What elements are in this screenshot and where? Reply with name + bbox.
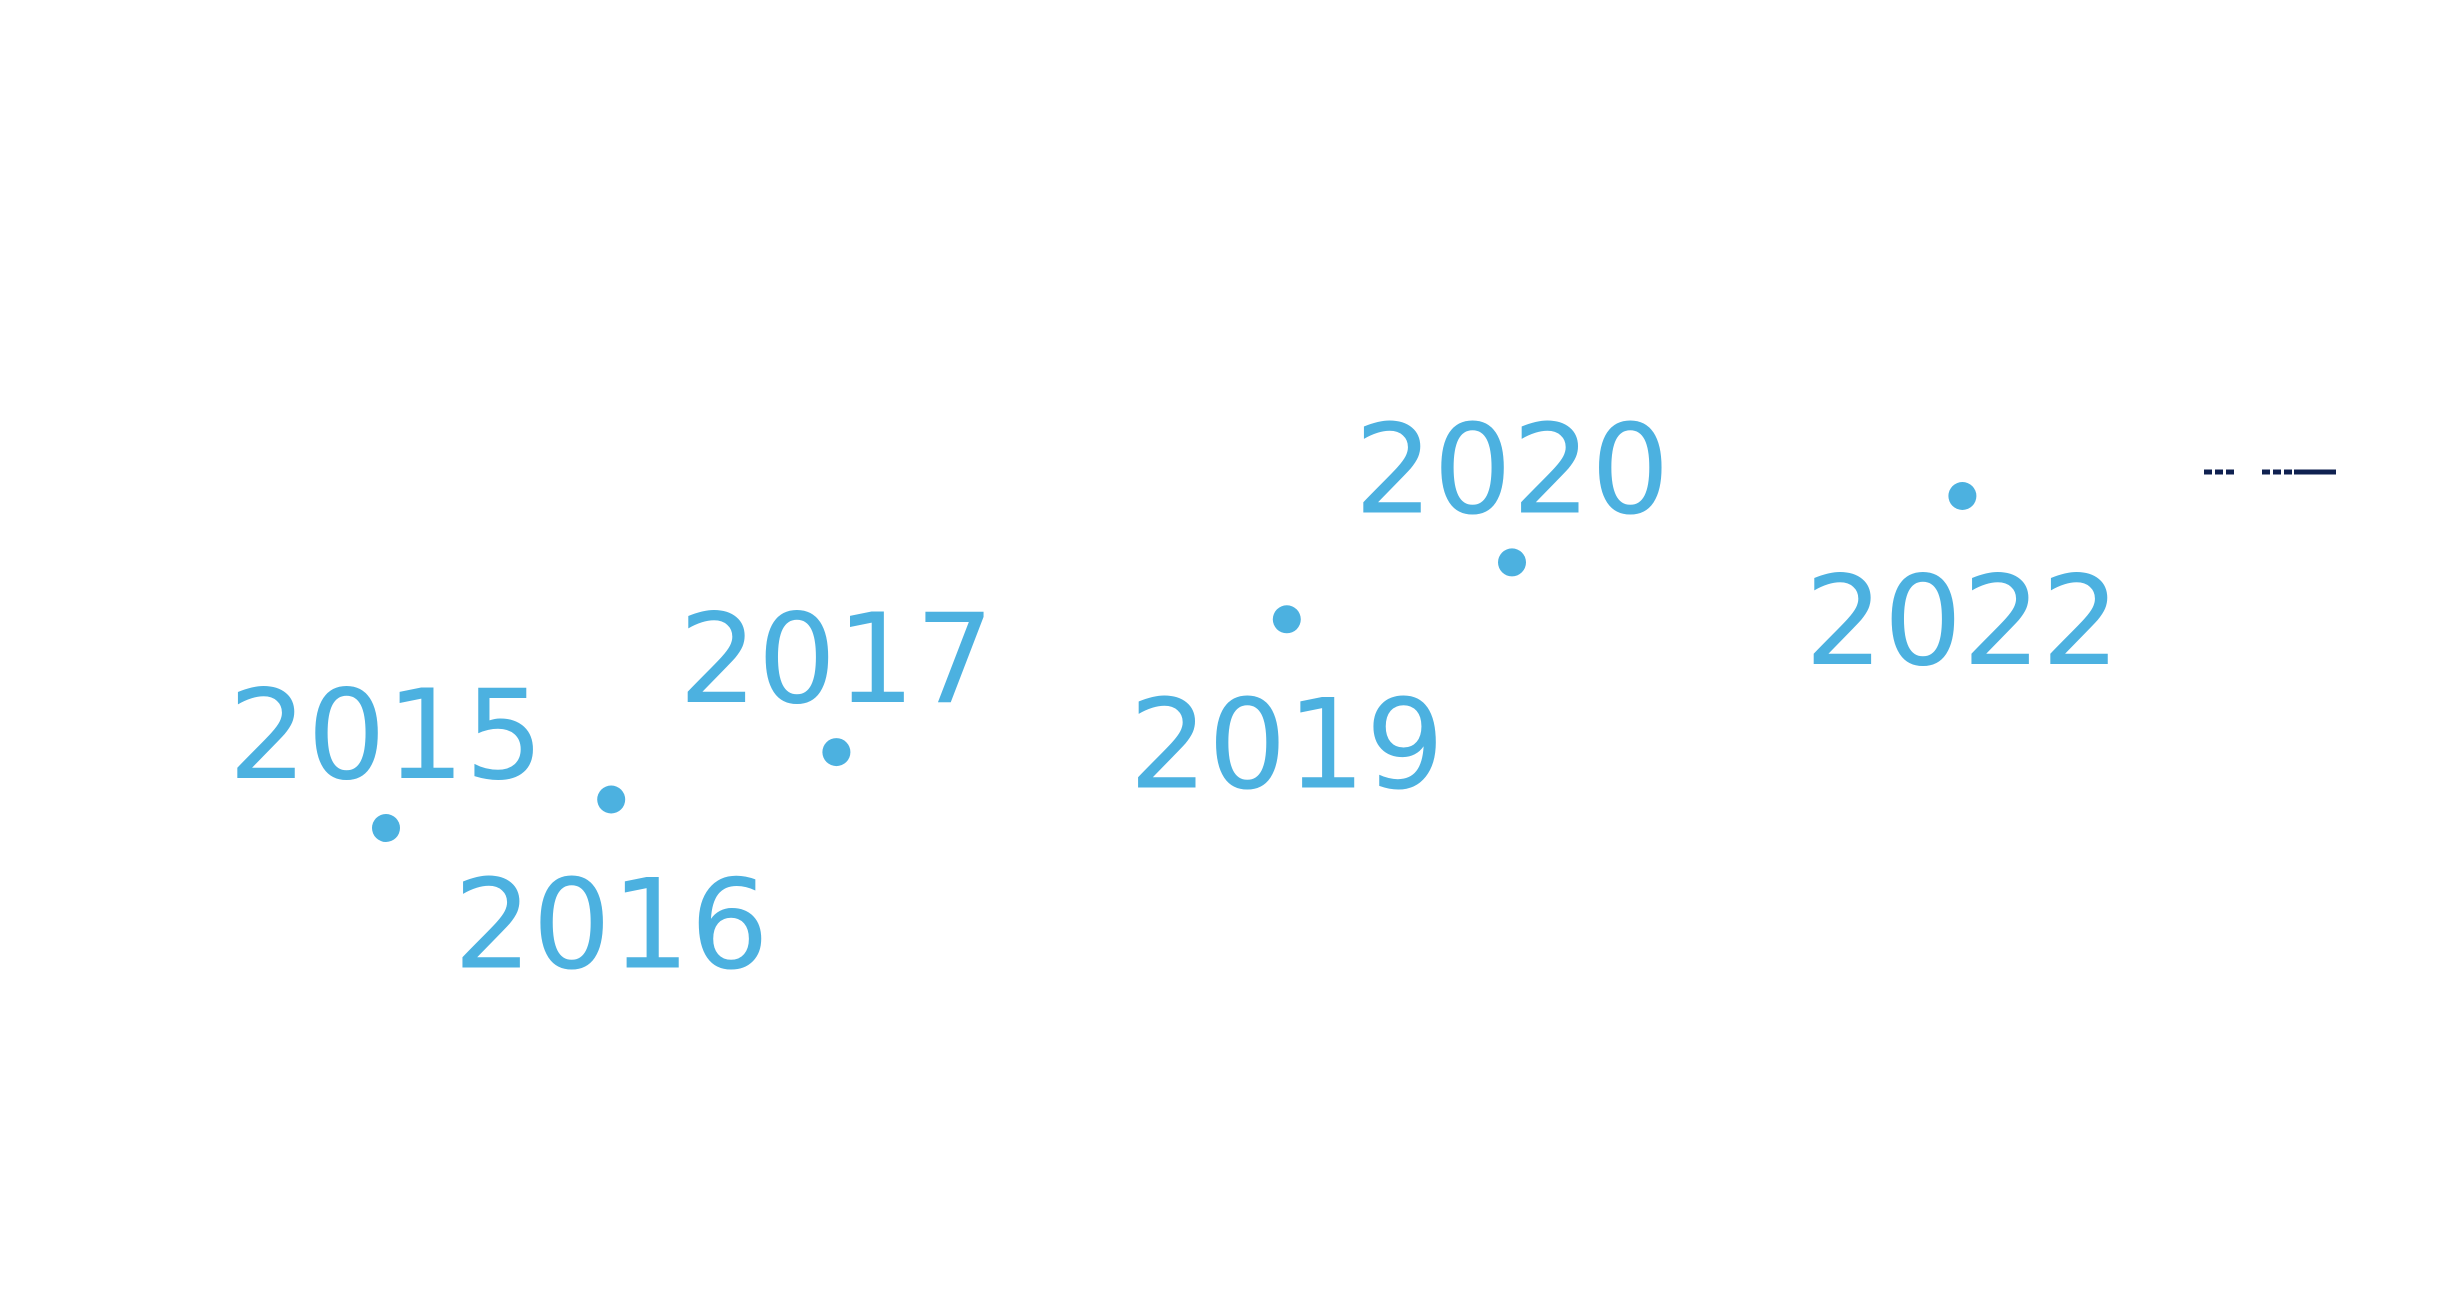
data-labels: 2015 2016 2017 2019 2020 2022: [228, 398, 2120, 997]
data-point-2016: [597, 785, 626, 814]
data-label-2020: 2020: [1354, 398, 1670, 542]
data-label-2015: 2015: [228, 664, 544, 808]
data-point-2019: [1272, 605, 1301, 634]
data-point-2020: [1498, 548, 1526, 577]
data-label-2016: 2016: [453, 854, 769, 998]
data-point-2022: [1948, 482, 1977, 510]
data-points: [372, 482, 1977, 842]
data-label-2022: 2022: [1805, 550, 2121, 694]
data-point-2015: [372, 814, 400, 842]
data-label-2019: 2019: [1129, 673, 1445, 817]
data-point-2017: [822, 738, 851, 767]
data-label-2017: 2017: [679, 588, 995, 732]
